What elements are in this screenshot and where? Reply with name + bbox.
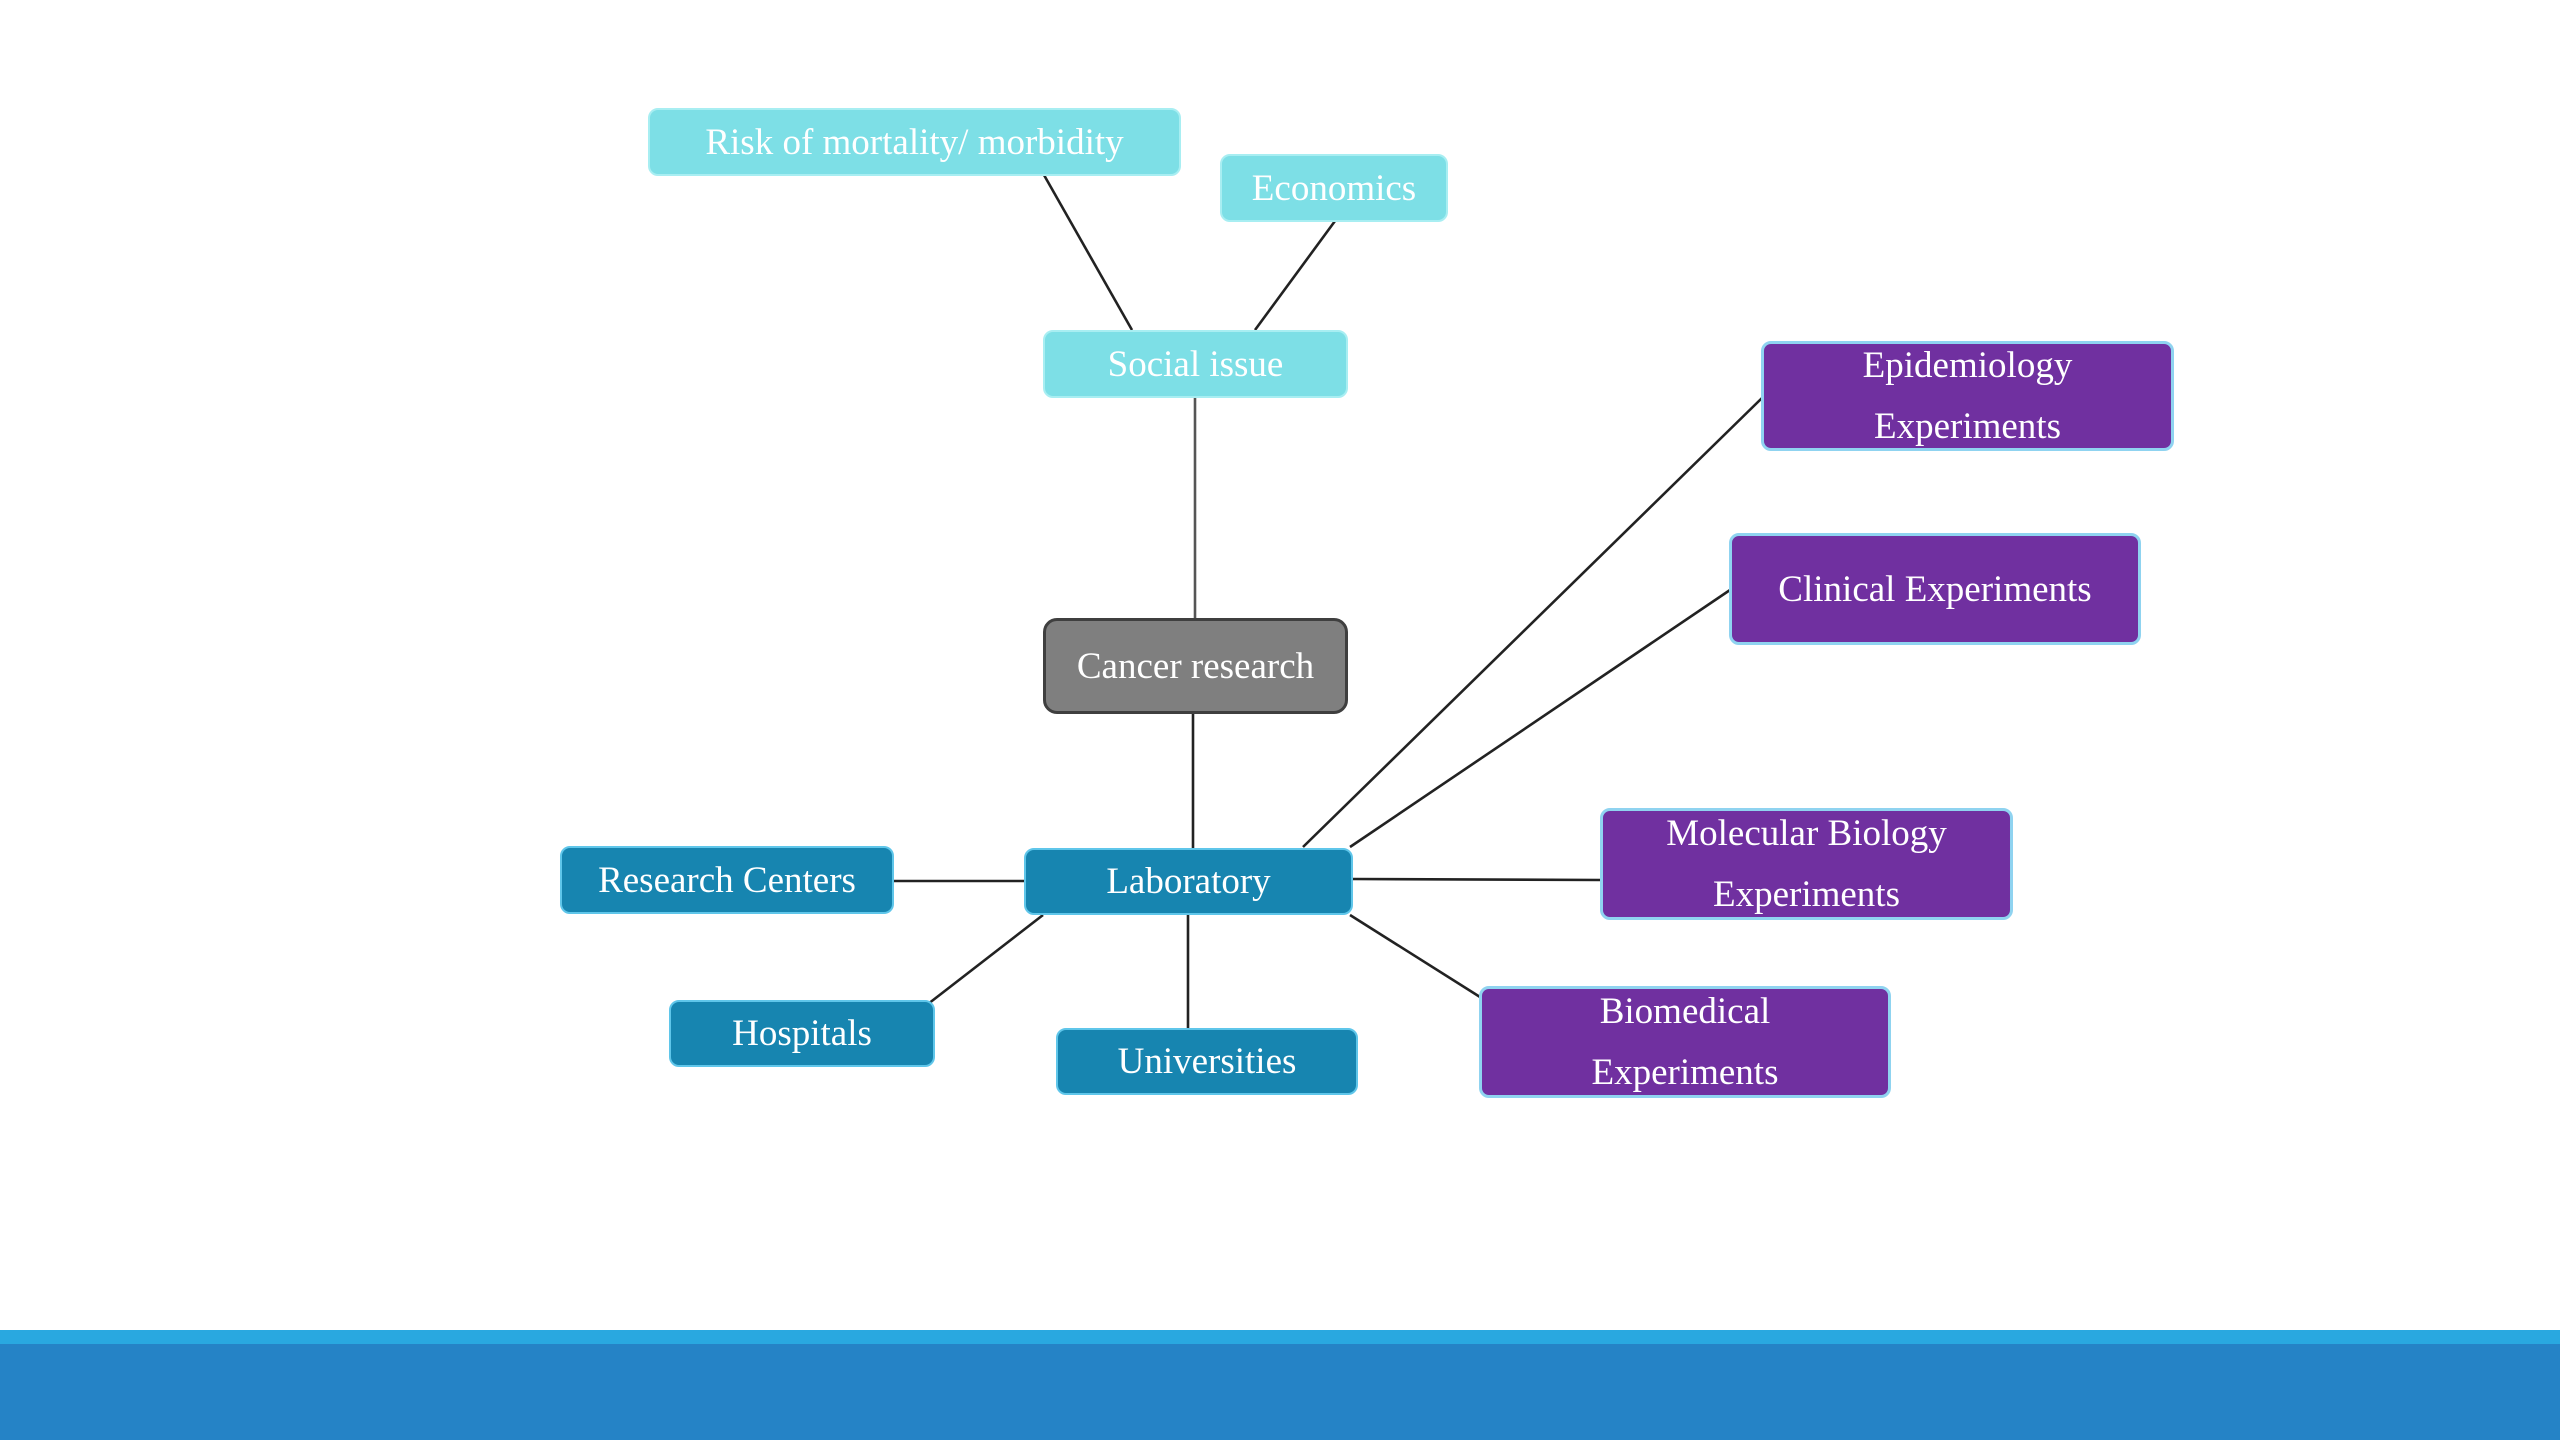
- node-research-centers: Research Centers: [560, 846, 894, 914]
- node-social-issue-label: Social issue: [1107, 343, 1284, 385]
- node-clinical-label: Clinical Experiments: [1778, 568, 2092, 610]
- edge-economics-social: [1253, 220, 1337, 331]
- node-cancer-research: Cancer research: [1043, 618, 1348, 714]
- node-economics-label: Economics: [1251, 167, 1417, 209]
- node-risk-of-mortality: Risk of mortality/ morbidity: [648, 108, 1181, 176]
- node-epidemiology-experiments: Epidemiology Experiments: [1761, 341, 2174, 451]
- node-molecular-label: Molecular Biology Experiments: [1666, 813, 1947, 915]
- node-social-issue: Social issue: [1043, 330, 1348, 398]
- node-laboratory: Laboratory: [1024, 848, 1353, 915]
- edge-laboratory-molecular: [1351, 877, 1603, 882]
- node-universities: Universities: [1056, 1028, 1358, 1095]
- edge-laboratory-epidemiology: [1302, 397, 1763, 848]
- edge-laboratory-hospitals: [927, 913, 1044, 1006]
- node-epidemiology-label: Epidemiology Experiments: [1862, 345, 2073, 447]
- footer-accent-stripe: [0, 1330, 2560, 1344]
- node-cancer-research-label: Cancer research: [1076, 645, 1315, 687]
- node-biomedical-label: Biomedical Experiments: [1591, 991, 1779, 1093]
- node-hospitals: Hospitals: [669, 1000, 935, 1067]
- footer-bar: [0, 1344, 2560, 1440]
- node-economics: Economics: [1220, 154, 1448, 222]
- node-clinical-experiments: Clinical Experiments: [1729, 533, 2141, 645]
- edge-risk-social: [1042, 174, 1134, 331]
- node-biomedical-experiments: Biomedical Experiments: [1479, 986, 1891, 1098]
- edge-laboratory-clinical: [1349, 588, 1731, 849]
- node-research-centers-label: Research Centers: [598, 859, 856, 901]
- edge-laboratory-biomedical: [1349, 913, 1481, 999]
- node-universities-label: Universities: [1117, 1041, 1297, 1082]
- node-laboratory-label: Laboratory: [1106, 861, 1271, 902]
- node-hospitals-label: Hospitals: [732, 1013, 872, 1054]
- node-molecular-biology-experiments: Molecular Biology Experiments: [1600, 808, 2013, 920]
- node-risk-label: Risk of mortality/ morbidity: [705, 121, 1124, 163]
